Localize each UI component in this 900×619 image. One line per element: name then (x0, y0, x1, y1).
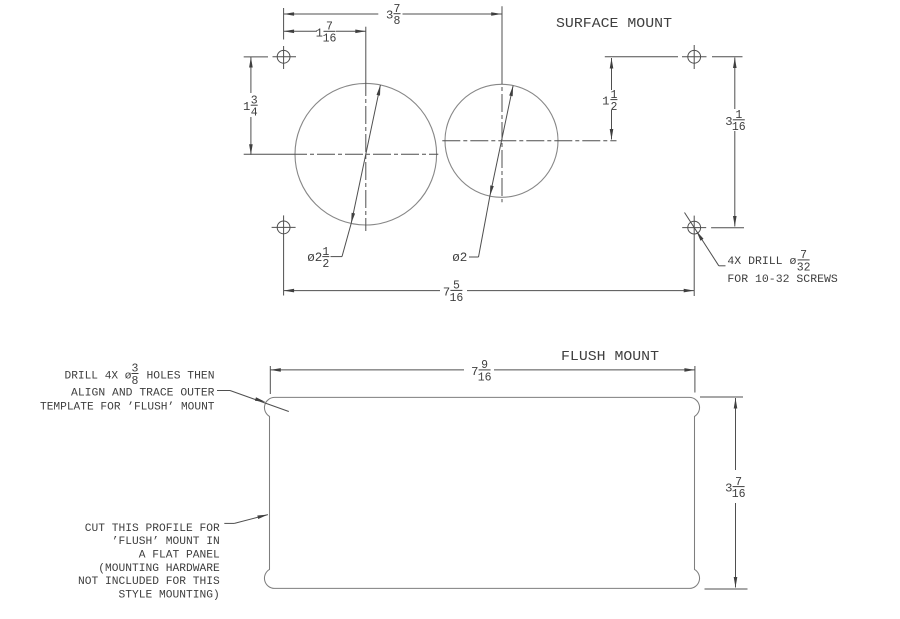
svg-text:FLUSH MOUNT: FLUSH MOUNT (561, 349, 659, 365)
svg-text:A FLAT PANEL: A FLAT PANEL (139, 550, 220, 562)
svg-text:HOLES THEN: HOLES THEN (147, 371, 215, 383)
svg-text:16: 16 (478, 371, 492, 384)
svg-text:7: 7 (800, 249, 807, 262)
svg-text:16: 16 (323, 33, 337, 46)
svg-text:3: 3 (132, 363, 139, 376)
svg-text:3: 3 (386, 9, 393, 23)
svg-text:2: 2 (610, 101, 617, 114)
svg-text:3: 3 (725, 482, 732, 496)
svg-text:7: 7 (394, 3, 401, 16)
svg-text:NOT INCLUDED FOR THIS: NOT INCLUDED FOR THIS (78, 576, 220, 588)
svg-text:16: 16 (732, 488, 746, 501)
svg-text:7: 7 (735, 476, 742, 489)
svg-text:1: 1 (322, 246, 329, 259)
svg-text:32: 32 (797, 261, 811, 274)
svg-text:4X DRILL ø: 4X DRILL ø (727, 256, 796, 268)
svg-text:3: 3 (725, 115, 732, 129)
svg-text:ALIGN AND TRACE OUTER: ALIGN AND TRACE OUTER (71, 387, 215, 399)
svg-text:7: 7 (326, 21, 333, 34)
svg-text:STYLE MOUNTING): STYLE MOUNTING) (119, 589, 220, 601)
svg-text:CUT THIS PROFILE FOR: CUT THIS PROFILE FOR (85, 523, 220, 535)
svg-text:8: 8 (394, 15, 401, 28)
svg-text:8: 8 (132, 375, 139, 388)
svg-text:1: 1 (316, 26, 323, 40)
svg-text:7: 7 (443, 285, 450, 299)
svg-text:2: 2 (322, 258, 329, 271)
svg-text:DRILL 4X ø: DRILL 4X ø (65, 371, 132, 383)
svg-text:1: 1 (243, 100, 250, 114)
svg-text:1: 1 (735, 109, 742, 122)
svg-text:1: 1 (610, 89, 617, 102)
svg-text:TEMPLATE FOR ’FLUSH’ MOUNT: TEMPLATE FOR ’FLUSH’ MOUNT (40, 402, 215, 414)
svg-text:(MOUNTING HARDWARE: (MOUNTING HARDWARE (98, 563, 220, 575)
svg-text:16: 16 (732, 121, 746, 134)
svg-text:16: 16 (449, 292, 463, 305)
svg-text:7: 7 (471, 365, 478, 379)
svg-text:4: 4 (251, 107, 258, 120)
svg-text:3: 3 (251, 94, 258, 107)
svg-text:ø2: ø2 (307, 251, 322, 265)
svg-text:9: 9 (481, 359, 488, 372)
svg-text:1: 1 (602, 95, 609, 109)
svg-text:ø2: ø2 (452, 251, 467, 265)
svg-text:5: 5 (453, 280, 460, 293)
svg-text:SURFACE MOUNT: SURFACE MOUNT (556, 16, 672, 32)
svg-text:FOR 10-32 SCREWS: FOR 10-32 SCREWS (727, 274, 838, 286)
svg-text:’FLUSH’ MOUNT IN: ’FLUSH’ MOUNT IN (112, 536, 220, 548)
